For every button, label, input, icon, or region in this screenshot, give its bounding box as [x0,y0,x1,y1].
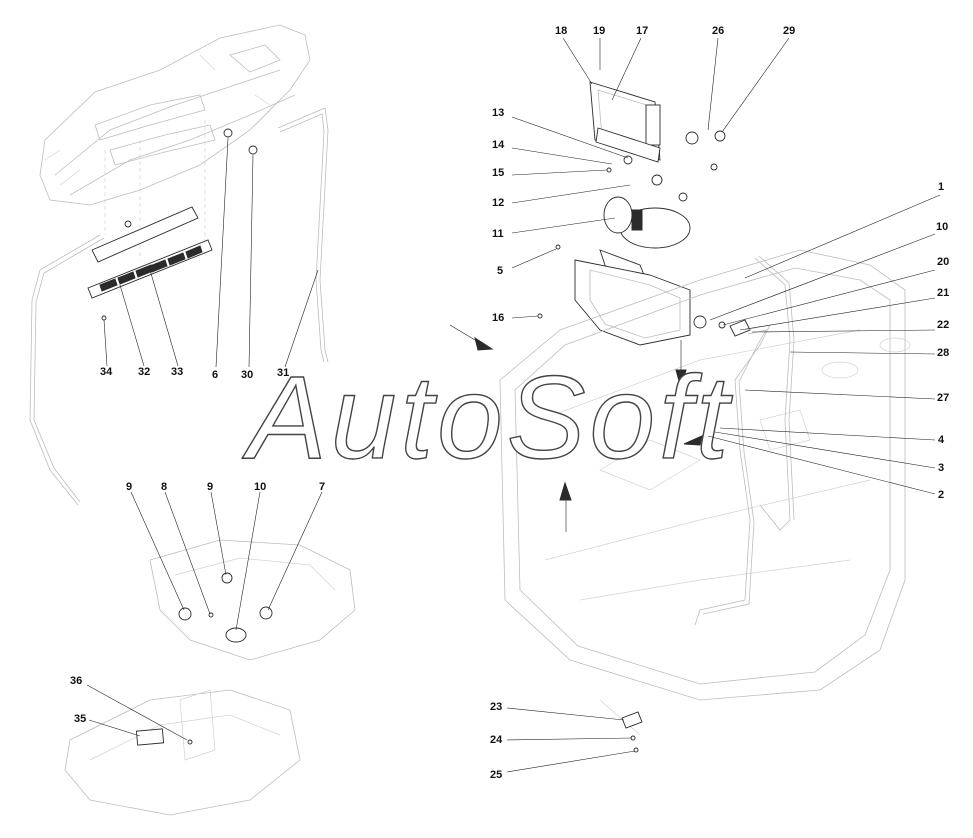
arrow-up-icon [559,481,572,501]
callout-24: 24 [490,734,503,746]
callout-34: 34 [100,366,113,378]
callout-20: 20 [937,256,949,268]
callout-30: 30 [241,369,253,381]
callout-2: 2 [938,489,944,501]
callout-4: 4 [938,434,945,446]
callout-28: 28 [937,347,949,359]
callout-32: 32 [138,366,150,378]
callout-31: 31 [277,367,289,379]
roof-panel-drawing [39,24,311,260]
callout-10-right: 10 [936,221,948,233]
callout-18: 18 [555,25,567,37]
callout-8: 8 [161,481,167,493]
watermark: AutoSoft [242,352,733,484]
floor-duct-drawing [149,539,356,661]
bracket-23-25 [621,711,643,753]
callout-19: 19 [593,25,605,37]
callout-3: 3 [938,462,944,474]
callout-26: 26 [712,25,724,37]
callout-36: 36 [70,675,82,687]
cab-frame-drawing [499,249,911,736]
callout-labels: 1 2 3 4 5 6 7 8 9 9 10 10 11 12 13 14 15… [70,25,949,781]
callout-7: 7 [319,481,325,493]
callout-5: 5 [497,265,503,277]
callout-17: 17 [636,25,648,37]
callout-22: 22 [937,319,949,331]
callout-1: 1 [938,181,944,193]
callout-11: 11 [492,228,504,240]
callout-33: 33 [171,366,183,378]
vent-grille-assembly [87,128,258,321]
hose-lines-left [29,107,329,506]
callout-16: 16 [492,312,504,324]
callout-13: 13 [492,107,504,119]
callout-21: 21 [937,287,949,299]
callout-25: 25 [490,769,502,781]
callout-14: 14 [492,139,505,151]
leader-lines [86,37,941,773]
callout-29: 29 [783,25,795,37]
callout-27: 27 [937,392,949,404]
callout-12: 12 [492,197,504,209]
callout-10-bottom: 10 [254,481,266,493]
callout-23: 23 [490,701,502,713]
callout-15: 15 [492,167,504,179]
heater-assembly [537,81,751,346]
vent-grille-slots [99,245,203,292]
callout-6: 6 [212,369,218,381]
callout-9-right: 9 [207,481,213,493]
direction-arrows [449,324,703,532]
floor-vent-drawing [64,689,301,816]
callout-35: 35 [74,713,86,725]
arrow-left-icon [683,435,703,446]
arrow-x-icon [474,336,494,351]
callout-9-left: 9 [126,481,132,493]
